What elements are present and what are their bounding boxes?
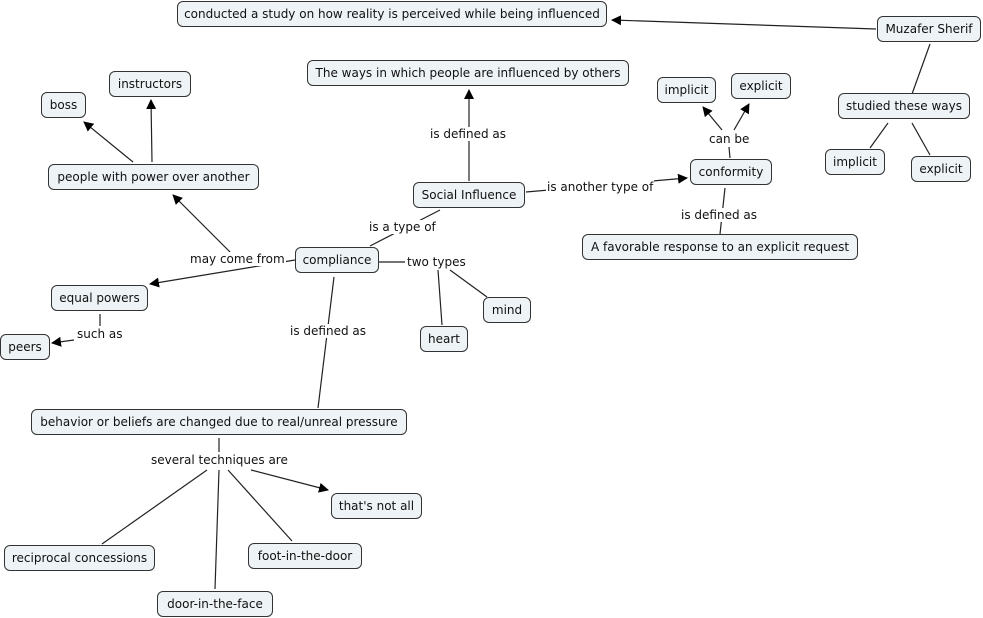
- link-suchas-peers: [51, 336, 75, 347]
- concept-favorable-response[interactable]: A favorable response to an explicit requ…: [582, 234, 858, 260]
- link-compliance-power: [172, 194, 231, 253]
- link-tech-door: [214, 469, 220, 590]
- concept-heart[interactable]: heart: [420, 326, 468, 352]
- concept-explicit-conformity[interactable]: explicit: [731, 73, 791, 99]
- link-tech-notall: [250, 469, 329, 493]
- link-label-such-as[interactable]: such as: [76, 327, 124, 341]
- concept-thats-not-all[interactable]: that's not all: [331, 493, 422, 519]
- concept-peers[interactable]: peers: [0, 334, 50, 360]
- link-conformity-explicit: [733, 103, 750, 131]
- concept-study[interactable]: conducted a study on how reality is perc…: [177, 1, 607, 27]
- link-tech-reciprocal: [101, 469, 208, 545]
- link-canbe-conformity: [728, 146, 731, 159]
- concept-boss[interactable]: boss: [41, 92, 86, 118]
- link-twotypes-mind: [449, 269, 488, 298]
- link-tech-foot: [227, 469, 293, 542]
- concept-people-with-power[interactable]: people with power over another: [48, 164, 259, 190]
- concept-equal-powers[interactable]: equal powers: [51, 285, 148, 311]
- link-label-can-be[interactable]: can be: [708, 132, 751, 146]
- link-power-instructors: [146, 99, 157, 163]
- link-label-is-another-type-of[interactable]: is another type of: [546, 180, 655, 194]
- link-studied-explicit: [911, 122, 931, 156]
- link-studied-implicit: [869, 122, 889, 149]
- concept-reciprocal-concessions[interactable]: reciprocal concessions: [4, 545, 155, 571]
- concept-muzafer-sherif[interactable]: Muzafer Sherif: [877, 16, 981, 42]
- link-label-may-come-from[interactable]: may come from: [189, 252, 286, 266]
- concept-foot-in-the-door[interactable]: foot-in-the-door: [248, 543, 362, 569]
- link-compliance-behavior: [317, 276, 335, 409]
- link-label-is-defined-as-social[interactable]: is defined as: [429, 127, 507, 141]
- concept-implicit-right[interactable]: implicit: [825, 149, 885, 175]
- link-label-is-defined-as-conformity[interactable]: is defined as: [680, 208, 758, 222]
- concept-compliance[interactable]: compliance: [295, 247, 379, 273]
- link-conformity-implicit: [702, 106, 723, 131]
- concept-ways-definition[interactable]: The ways in which people are influenced …: [307, 60, 629, 86]
- link-label-several-techniques[interactable]: several techniques are: [150, 453, 289, 467]
- concept-instructors[interactable]: instructors: [109, 71, 191, 97]
- concept-door-in-the-face[interactable]: door-in-the-face: [157, 591, 273, 617]
- concept-conformity[interactable]: conformity: [690, 159, 772, 185]
- concept-studied-these-ways[interactable]: studied these ways: [838, 93, 970, 119]
- link-label-two-types[interactable]: two types: [406, 255, 467, 269]
- concept-mind[interactable]: mind: [483, 297, 531, 323]
- link-twotypes-heart: [437, 269, 443, 326]
- concept-implicit-conformity[interactable]: implicit: [657, 77, 716, 103]
- link-label-is-a-type-of[interactable]: is a type of: [368, 220, 437, 234]
- link-power-boss: [83, 121, 134, 163]
- link-muzafer-studied: [911, 43, 931, 95]
- concept-explicit-right[interactable]: explicit: [911, 156, 971, 182]
- concept-social-influence[interactable]: Social Influence: [413, 182, 525, 208]
- concept-behavior-changed[interactable]: behavior or beliefs are changed due to r…: [31, 409, 407, 435]
- link-muzafer-study: [611, 15, 877, 30]
- link-label-is-defined-as-compliance[interactable]: is defined as: [289, 324, 367, 338]
